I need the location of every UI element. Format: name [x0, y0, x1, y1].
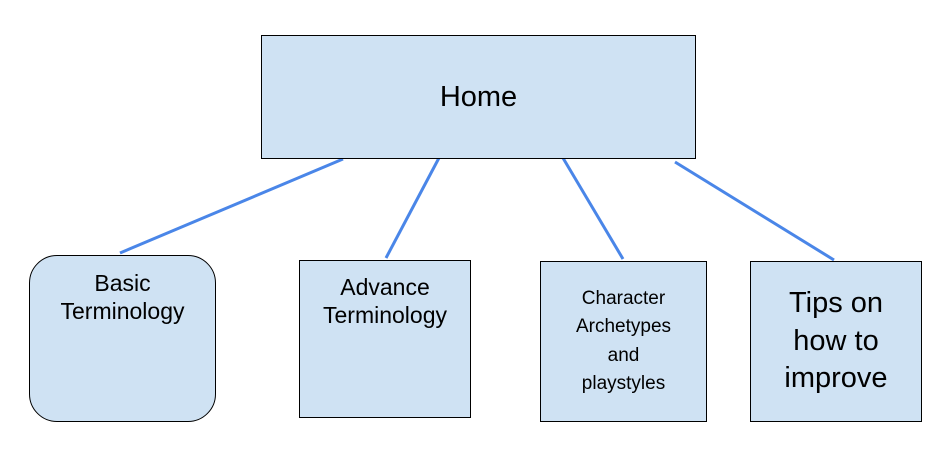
- node-label-line: Terminology: [60, 297, 185, 324]
- node-label-line: improve: [784, 362, 888, 395]
- node-label-line: playstyles: [581, 373, 666, 394]
- character-archetypes-node: Character Archetypes and playstyles: [540, 261, 707, 422]
- node-label-line: Character: [581, 287, 666, 309]
- node-label-line: and: [607, 344, 640, 366]
- node-label-line: Tips on: [788, 286, 884, 319]
- tips-improve-node: Tips on how to improve: [750, 261, 922, 422]
- basic-terminology-node: Basic Terminology: [29, 255, 216, 422]
- node-label-line: how to: [793, 324, 879, 357]
- node-label-line: Archetypes: [575, 316, 672, 337]
- connector-home-archetypes: [561, 157, 625, 260]
- node-label-line: Advance: [340, 274, 430, 300]
- home-node: Home: [261, 35, 696, 159]
- node-label-line: Basic: [94, 270, 151, 296]
- home-label: Home: [439, 80, 518, 113]
- node-label-line: Terminology: [323, 301, 447, 328]
- connector-home-tips: [674, 160, 835, 262]
- connector-home-basic: [119, 157, 344, 255]
- advance-terminology-node: Advance Terminology: [299, 260, 471, 418]
- connector-home-advance: [384, 155, 442, 259]
